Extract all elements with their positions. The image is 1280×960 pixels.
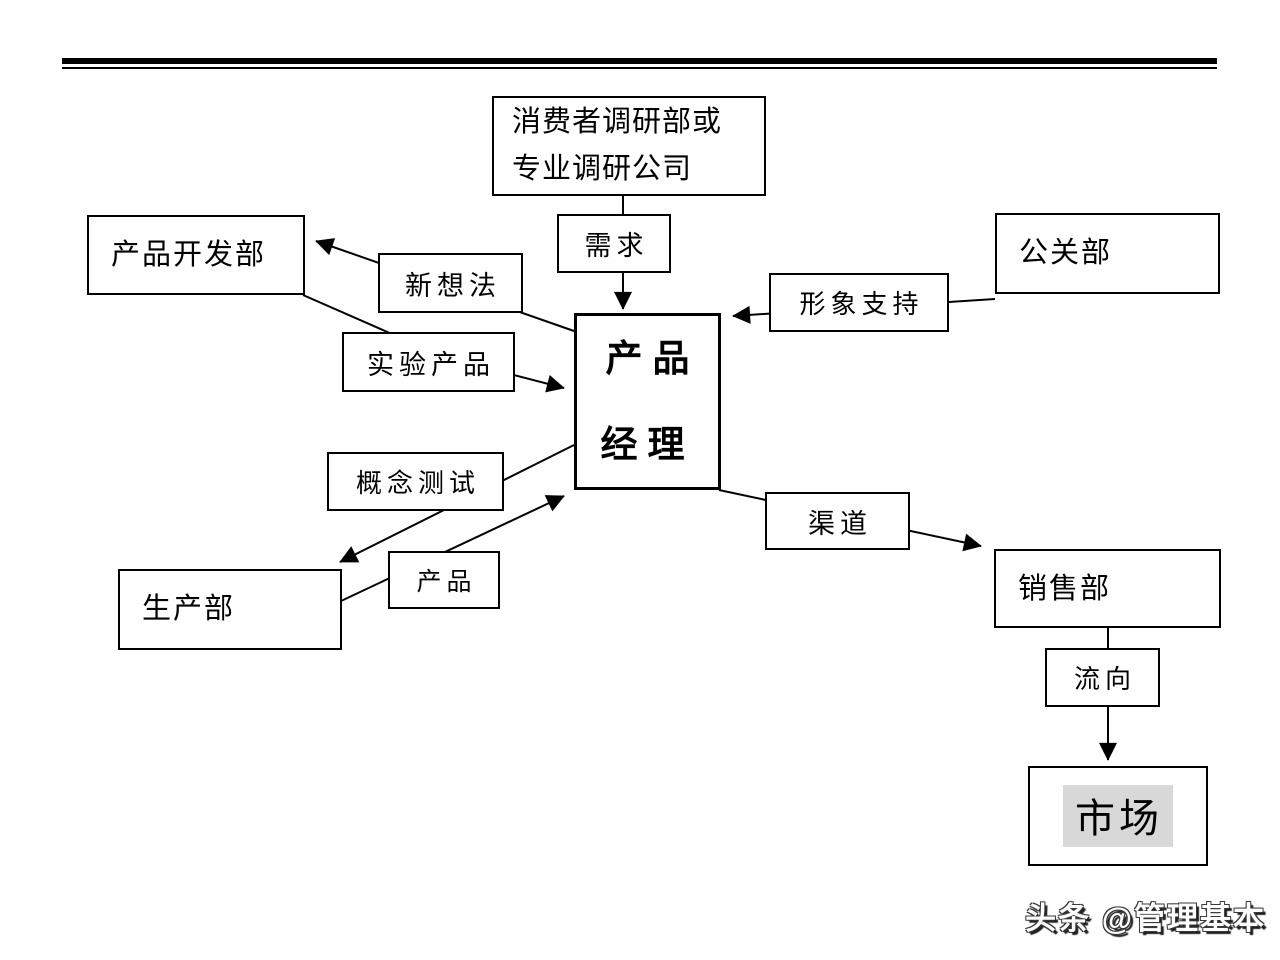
experimental-product-label: 实验产品 [367,349,495,380]
image-support-label-box: 形象支持 [769,273,949,332]
demand-label-box: 需求 [557,214,671,273]
concept-test-label: 概念测试 [355,468,480,498]
product-dev-box: 产品开发部 [87,215,305,295]
image-support-label: 形象支持 [799,289,924,319]
consumer-research-label: 消费者调研部或 专业调研公司 [512,106,723,185]
channel-label: 渠道 [808,508,872,539]
header-rule-thick [62,58,1217,64]
consumer-research-box: 消费者调研部或 专业调研公司 [492,96,766,196]
edge-experimental-to-pm [505,372,565,393]
flow-direction-label-box: 流向 [1045,648,1160,707]
experimental-product-label-box: 实验产品 [342,332,515,392]
product-manager-box: 产品 经理 [574,313,721,490]
header-rule-thin [62,67,1217,69]
edge-production-to-pm-via-product [340,495,565,602]
product-manager-label: 产品 经理 [600,337,700,465]
sales-dept-box: 销售部 [994,549,1221,628]
new-ideas-label: 新想法 [405,270,501,301]
concept-test-label-box: 概念测试 [327,452,504,511]
watermark-text: 头条 @管理基本 [1025,901,1266,936]
market-label: 市场 [1063,785,1173,847]
new-ideas-label-box: 新想法 [378,253,523,313]
flow-direction-label: 流向 [1073,664,1136,694]
production-dept-box: 生产部 [118,569,342,650]
pr-dept-label: 公关部 [1019,237,1113,269]
product-dev-label: 产品开发部 [111,239,267,271]
product-label-box: 产品 [388,551,500,609]
sales-dept-label: 销售部 [1018,573,1112,605]
production-dept-label: 生产部 [142,593,236,625]
demand-label: 需求 [584,231,649,261]
pr-dept-box: 公关部 [995,213,1220,294]
market-box: 市场 [1028,766,1208,866]
edge-productdev-to-experimental [302,294,393,335]
product-label: 产品 [416,568,477,596]
channel-label-box: 渠道 [765,492,910,550]
